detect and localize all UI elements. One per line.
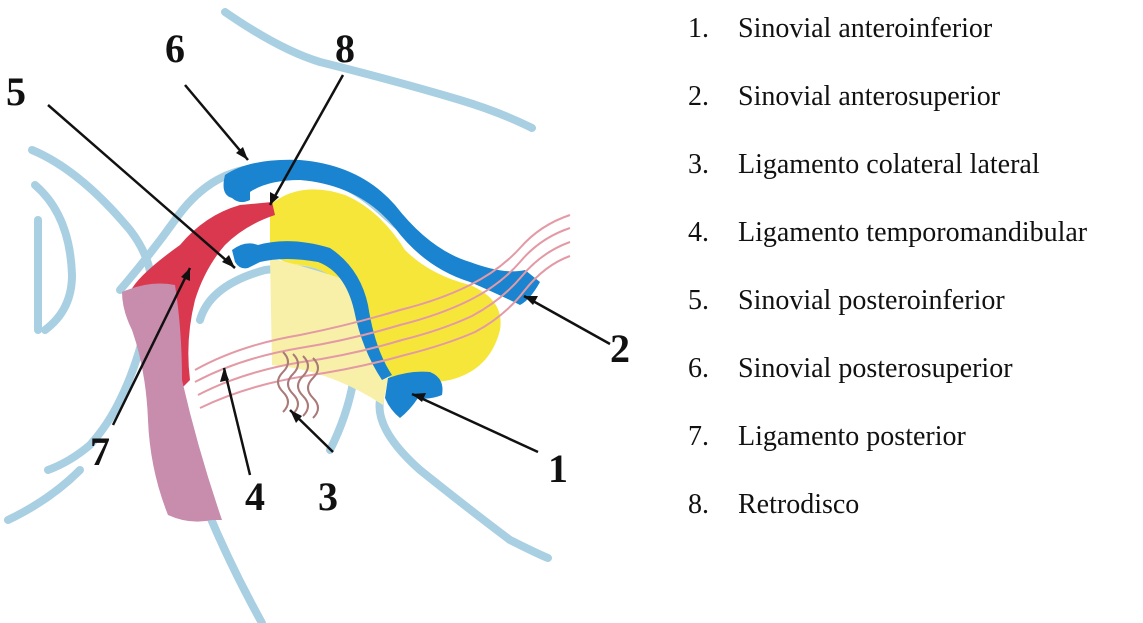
legend-item-3: 3.Ligamento colateral lateral [688, 146, 1138, 214]
legend-item-6: 6.Sinovial posterosuperior [688, 350, 1138, 418]
legend-number: 3. [688, 146, 738, 184]
posterior-ligament [122, 284, 222, 522]
legend-label: Sinovial anteroinferior [738, 13, 992, 44]
ear-outline [8, 150, 152, 520]
callout-2: 2 [610, 326, 630, 371]
callout-4: 4 [245, 474, 265, 519]
callout-3: 3 [318, 474, 338, 519]
leader-2 [524, 296, 610, 344]
legend-number: 4. [688, 214, 738, 252]
legend-label: Sinovial posterosuperior [738, 353, 1013, 384]
callout-5: 5 [6, 69, 26, 114]
legend-item-5: 5.Sinovial posteroinferior [688, 282, 1138, 350]
callout-1: 1 [548, 446, 568, 491]
callout-8: 8 [335, 26, 355, 71]
legend-label: Sinovial posteroinferior [738, 285, 1005, 316]
legend-item-2: 2.Sinovial anterosuperior [688, 78, 1138, 146]
legend-number: 1. [688, 10, 738, 48]
legend-label: Ligamento colateral lateral [738, 149, 1040, 180]
callout-6: 6 [165, 26, 185, 71]
leader-1 [412, 394, 538, 452]
legend-item-1: 1.Sinovial anteroinferior [688, 10, 1138, 78]
legend-number: 7. [688, 418, 738, 456]
legend: 1.Sinovial anteroinferior 2.Sinovial ant… [688, 10, 1138, 554]
legend-label: Sinovial anterosuperior [738, 81, 1000, 112]
leader-4 [224, 368, 250, 475]
legend-number: 5. [688, 282, 738, 320]
legend-item-7: 7.Ligamento posterior [688, 418, 1138, 486]
legend-item-8: 8.Retrodisco [688, 486, 1138, 554]
legend-number: 2. [688, 78, 738, 116]
legend-number: 6. [688, 350, 738, 388]
tmj-diagram: 6 8 5 2 7 4 3 1 [0, 0, 680, 623]
legend-label: Retrodisco [738, 489, 859, 520]
legend-label: Ligamento temporomandibular [738, 217, 1087, 248]
leader-6 [185, 85, 248, 160]
legend-label: Ligamento posterior [738, 421, 966, 452]
legend-item-4: 4.Ligamento temporomandibular [688, 214, 1138, 282]
legend-number: 8. [688, 486, 738, 524]
callout-7: 7 [90, 429, 110, 474]
